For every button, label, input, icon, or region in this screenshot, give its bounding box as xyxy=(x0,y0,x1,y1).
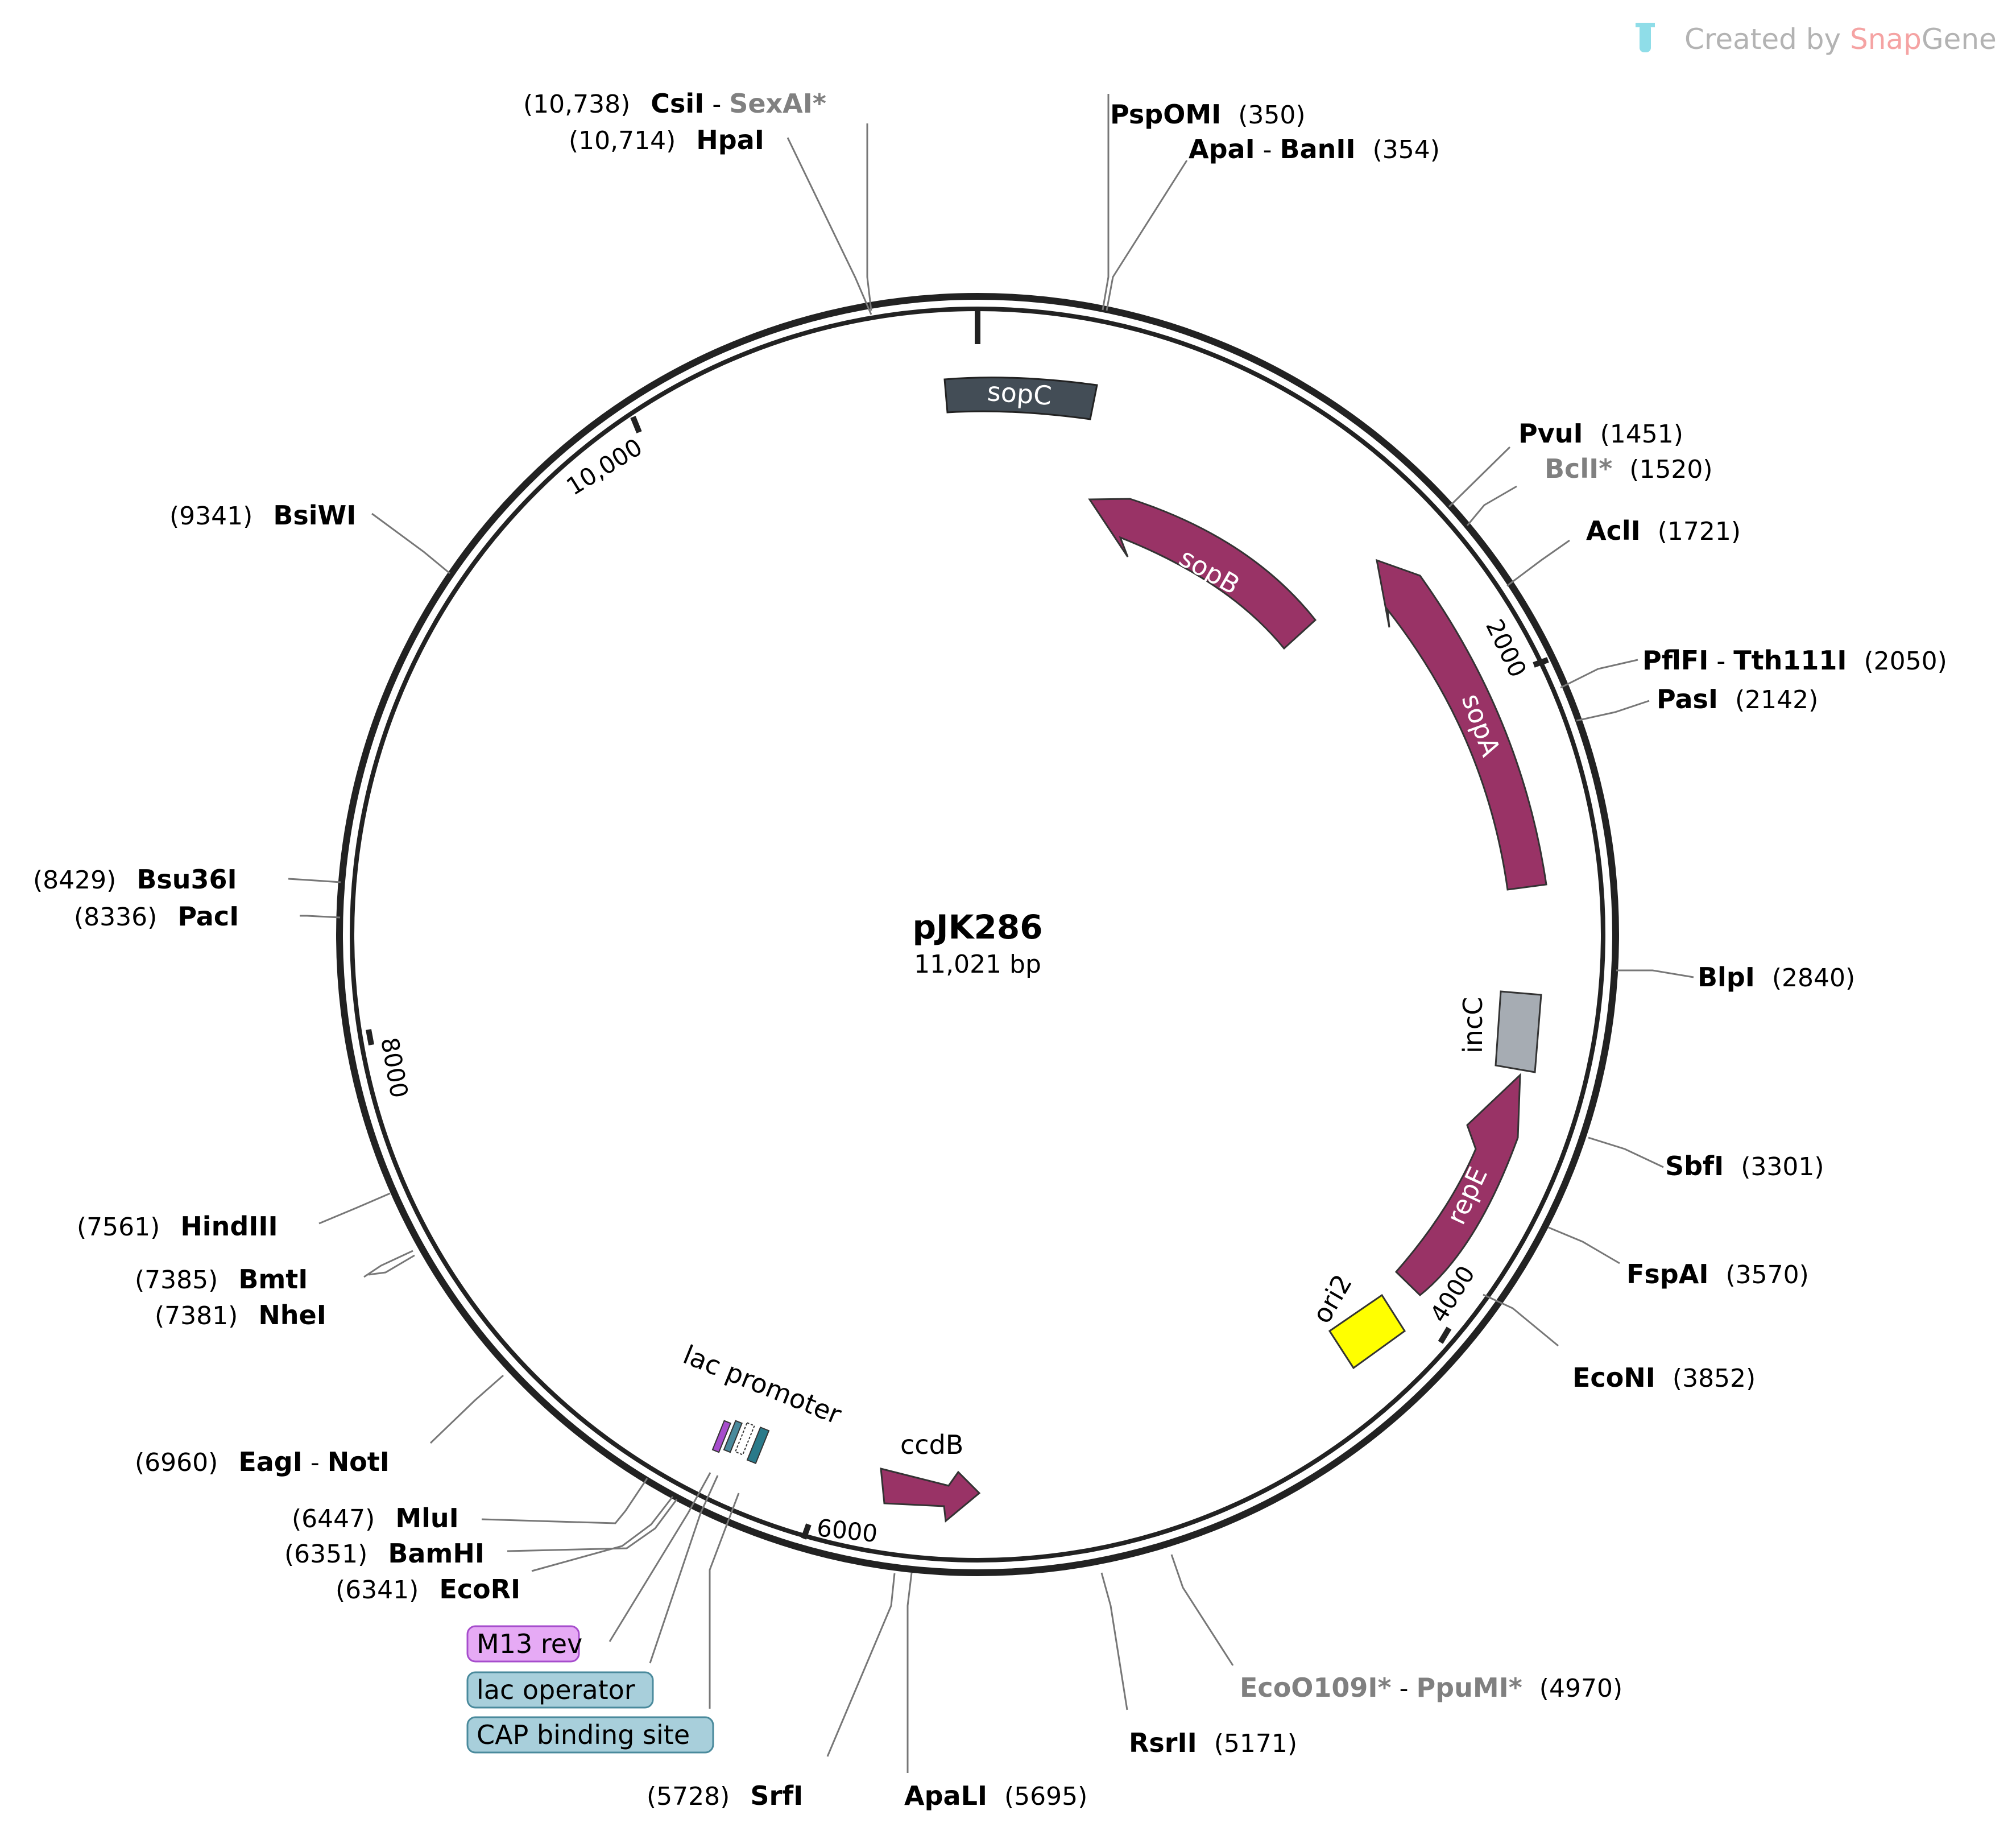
svg-text:Created by SnapGene: Created by SnapGene xyxy=(1684,23,1997,56)
svg-text:CAP binding site: CAP binding site xyxy=(477,1719,690,1750)
site-srfI[interactable]: (5728)SrfI xyxy=(647,1780,803,1811)
credit-brand-snap: Snap xyxy=(1850,23,1922,56)
site-mluI[interactable]: (6447)MluI xyxy=(292,1503,459,1533)
tick-10000 xyxy=(630,416,642,433)
plasmid-length: 11,021 bp xyxy=(914,950,1041,979)
svg-text:lac operator: lac operator xyxy=(477,1675,635,1705)
site-rsrII[interactable]: RsrII(5171) xyxy=(1129,1727,1297,1758)
site-bclI[interactable]: BclI*(1520) xyxy=(1545,453,1713,484)
site-pspOMI[interactable]: PspOMI(350) xyxy=(1110,99,1306,130)
plasmid-name: pJK286 xyxy=(912,908,1042,946)
site-csiI-sexAI[interactable]: (10,738)CsiI - SexAI* xyxy=(523,88,826,119)
site-pvuI[interactable]: PvuI(1451) xyxy=(1518,418,1683,449)
credit-brand-gene: Gene xyxy=(1922,23,1997,56)
site-labels: (10,738)CsiI - SexAI* (10,714)HpaI PspOM… xyxy=(33,88,1947,1811)
site-bsu36I[interactable]: (8429)Bsu36I xyxy=(33,864,237,895)
tick-6000 xyxy=(801,1523,812,1540)
site-pacI[interactable]: (8336)PacI xyxy=(74,901,239,932)
tick-label-2000: 2000 xyxy=(1480,615,1532,682)
site-eagI-notI[interactable]: (6960)EagI - NotI xyxy=(135,1446,390,1477)
site-bamHI[interactable]: (6351)BamHI xyxy=(284,1538,485,1569)
site-ecoRI[interactable]: (6341)EcoRI xyxy=(336,1574,520,1605)
box-cap-binding-site[interactable]: CAP binding site xyxy=(466,1716,714,1754)
lac-operator-mark xyxy=(723,1420,743,1453)
m13-rev-mark xyxy=(711,1420,731,1453)
site-ecoO109I-ppuMI[interactable]: EcoO109I* - PpuMI*(4970) xyxy=(1240,1672,1622,1703)
tick-8000 xyxy=(366,1029,374,1045)
leader-lines xyxy=(288,94,1694,1773)
tick-2000 xyxy=(1533,657,1549,668)
site-apaI-banII[interactable]: ApaI - BanII(354) xyxy=(1189,134,1440,164)
site-hindIII[interactable]: (7561)HindIII xyxy=(77,1211,278,1242)
site-pasI[interactable]: PasI(2142) xyxy=(1657,684,1818,714)
feature-label-lac-promoter: lac promoter xyxy=(679,1339,846,1430)
site-aclI[interactable]: AclI(1721) xyxy=(1586,515,1741,546)
credit-prefix: Created by xyxy=(1684,23,1850,56)
snapgene-credit: Created by SnapGene xyxy=(1636,23,1997,56)
feature-ori2[interactable]: ori2 xyxy=(1306,1269,1406,1370)
feature-sopB[interactable]: sopB xyxy=(1088,498,1317,650)
site-blpI[interactable]: BlpI(2840) xyxy=(1698,962,1855,993)
feature-lac-promoter[interactable]: lac promoter xyxy=(679,1339,846,1465)
tick-label-8000: 8000 xyxy=(375,1035,413,1100)
box-lac-operator[interactable]: lac operator xyxy=(466,1671,654,1709)
tick-4000 xyxy=(1438,1326,1452,1344)
tick-label-6000: 6000 xyxy=(815,1514,879,1548)
feature-incC[interactable]: incC xyxy=(1458,990,1542,1073)
box-m13-rev[interactable]: M13 rev xyxy=(466,1625,582,1663)
site-bsiWI[interactable]: (9341)BsiWI xyxy=(169,500,356,531)
site-hpaI[interactable]: (10,714)HpaI xyxy=(569,125,764,155)
snapgene-tube-icon xyxy=(1636,23,1655,52)
lac-promoter-mark xyxy=(734,1422,755,1456)
feature-label-sopC: sopC xyxy=(986,376,1053,411)
site-apaLI[interactable]: ApaLI(5695) xyxy=(904,1780,1087,1811)
site-pflFI-tth111I[interactable]: PflFI - Tth111I(2050) xyxy=(1642,645,1947,676)
ticks xyxy=(366,307,1549,1540)
site-nheI[interactable]: (7381)NheI xyxy=(155,1300,326,1330)
site-ecoNI[interactable]: EcoNI(3852) xyxy=(1572,1362,1756,1393)
cap-site-mark xyxy=(746,1426,770,1465)
site-bmtI[interactable]: (7385)BmtI xyxy=(135,1264,308,1295)
feature-label-incC: incC xyxy=(1458,997,1488,1053)
small-feature-boxes: M13 rev lac operator CAP binding site xyxy=(466,1625,714,1754)
feature-label-ccdB: ccdB xyxy=(900,1429,963,1460)
feature-sopC[interactable]: sopC xyxy=(943,376,1098,420)
feature-sopA[interactable]: sopA xyxy=(1376,559,1547,891)
site-sbfI[interactable]: SbfI(3301) xyxy=(1665,1151,1824,1181)
site-fspAI[interactable]: FspAI(3570) xyxy=(1626,1259,1809,1289)
tick-labels: 2000 4000 6000 8000 10,000 xyxy=(375,433,1532,1548)
svg-text:M13 rev: M13 rev xyxy=(477,1628,582,1659)
feature-ccdB[interactable]: ccdB xyxy=(880,1429,981,1523)
